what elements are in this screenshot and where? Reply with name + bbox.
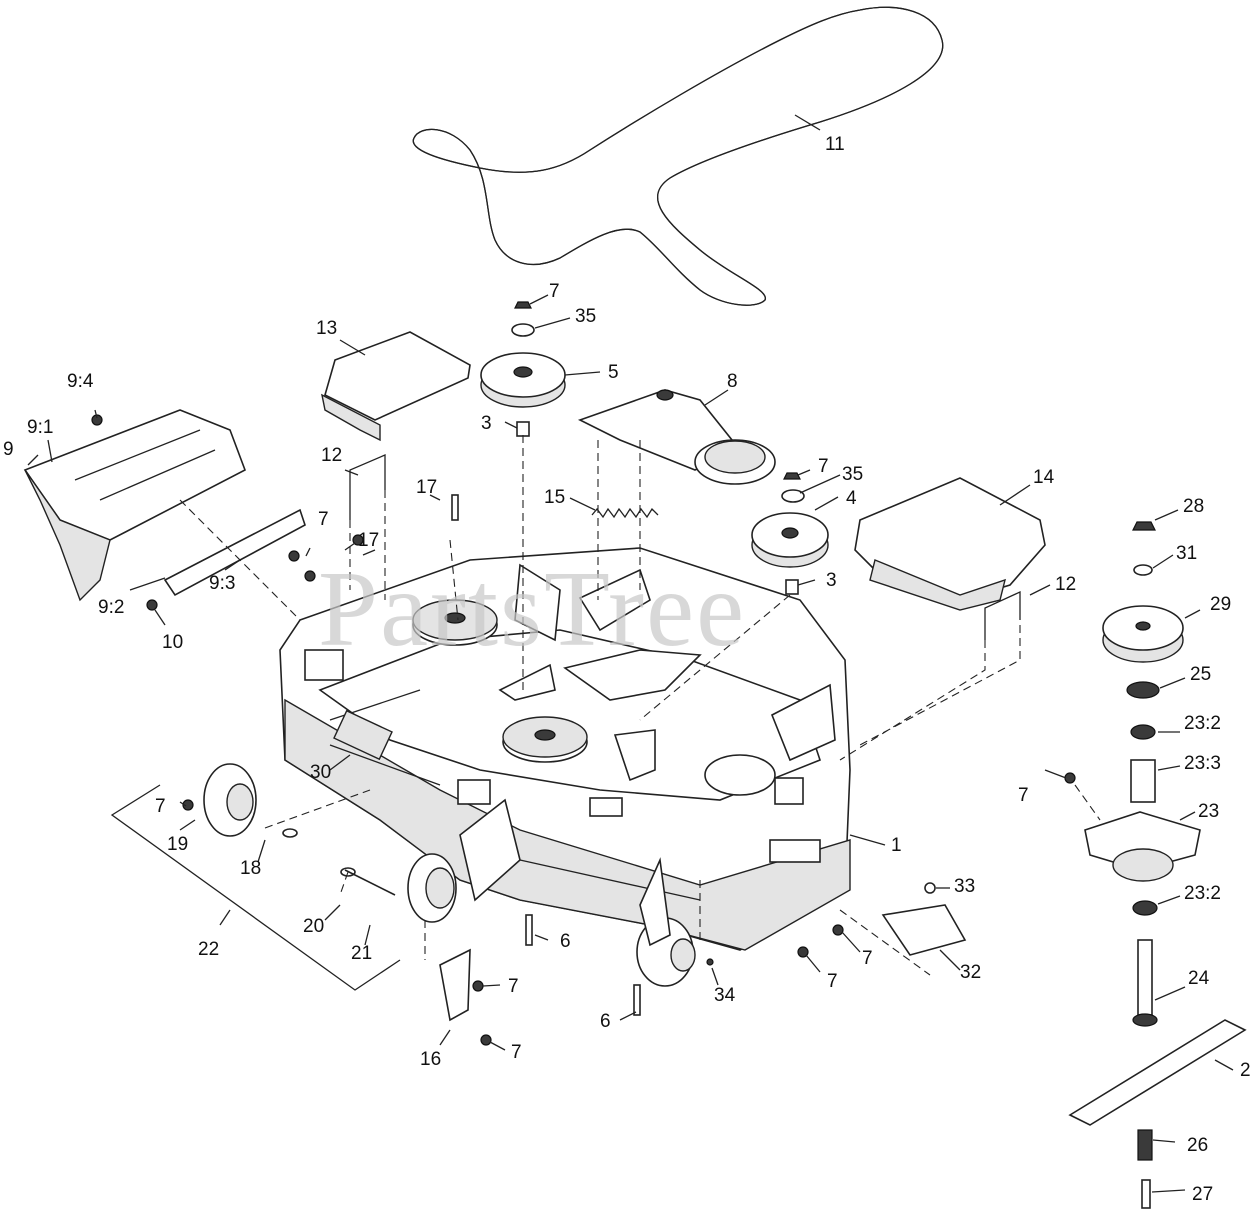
- callout-2: 2: [1240, 1060, 1251, 1081]
- callout-23-2-bottom: 23:2: [1184, 883, 1221, 904]
- deck-wheel-front-left: [407, 798, 521, 923]
- callout-9-2: 9:2: [98, 597, 125, 618]
- callout-8: 8: [727, 371, 738, 392]
- callout-33: 33: [954, 876, 976, 897]
- callout-7-wheel: 7: [155, 796, 166, 817]
- callout-18: 18: [240, 858, 262, 879]
- deck-pulley-center: [502, 716, 588, 763]
- anti-scalp-wheel: [203, 763, 257, 837]
- front-bracket: [163, 508, 306, 597]
- belt-cover-left: [321, 331, 471, 442]
- idler-arm: [577, 389, 776, 485]
- front-guard: [23, 409, 246, 602]
- callout-17-left: 17: [358, 530, 380, 551]
- callout-30: 30: [310, 762, 332, 783]
- callout-6-left: 6: [560, 931, 571, 952]
- callout-4: 4: [846, 488, 857, 509]
- spindle-assembly: [1068, 521, 1247, 1209]
- deck-opening: [704, 754, 776, 796]
- callout-1: 1: [891, 835, 902, 856]
- callout-13: 13: [316, 318, 338, 339]
- deck-pulley-left: [412, 599, 498, 646]
- callout-9-3: 9:3: [209, 573, 236, 594]
- leader-lines: [27, 114, 1234, 1193]
- callout-32: 32: [960, 962, 982, 983]
- callout-23: 23: [1198, 801, 1220, 822]
- callout-12-left: 12: [321, 445, 343, 466]
- callout-23-3: 23:3: [1184, 753, 1221, 774]
- callout-7-spindle: 7: [1018, 785, 1029, 806]
- callout-7-deck-right: 7: [862, 948, 873, 969]
- callout-12-right: 12: [1055, 574, 1077, 595]
- hardware-small: [91, 414, 1076, 1046]
- callout-24: 24: [1188, 968, 1210, 989]
- callout-28: 28: [1183, 496, 1205, 517]
- callout-26: 26: [1187, 1135, 1209, 1156]
- callout-35-right: 35: [842, 464, 864, 485]
- callout-7-bracket-b: 7: [511, 1042, 522, 1063]
- callout-6-bottom: 6: [600, 1011, 611, 1032]
- rod-12-right: [984, 590, 1021, 640]
- callout-19: 19: [167, 834, 189, 855]
- callout-15: 15: [544, 487, 566, 508]
- callout-7-top: 7: [549, 281, 560, 302]
- callout-17-right: 17: [416, 477, 438, 498]
- callout-34: 34: [714, 985, 736, 1006]
- pulley-4: [751, 472, 829, 595]
- callout-3-top: 3: [481, 413, 492, 434]
- callout-35-top: 35: [575, 306, 597, 327]
- pulley-5: [480, 301, 566, 437]
- assembly-lines: [179, 435, 1101, 976]
- callout-29: 29: [1210, 594, 1232, 615]
- callout-3-right: 3: [826, 570, 837, 591]
- callout-7-bracket-a: 7: [508, 976, 519, 997]
- callout-5: 5: [608, 362, 619, 383]
- callout-7-pulley4: 7: [818, 456, 829, 477]
- callout-20: 20: [303, 916, 325, 937]
- callout-7-deck-bottom: 7: [827, 971, 838, 992]
- callout-9-4: 9:4: [67, 371, 94, 392]
- callout-9: 9: [3, 439, 14, 460]
- callout-22: 22: [198, 939, 220, 960]
- callout-27: 27: [1192, 1184, 1214, 1205]
- belt-cover-right: [854, 477, 1046, 611]
- callout-31: 31: [1176, 543, 1198, 564]
- callout-25: 25: [1190, 664, 1212, 685]
- callout-14: 14: [1033, 467, 1055, 488]
- callout-16: 16: [420, 1049, 442, 1070]
- idler-spring: [591, 507, 659, 519]
- callout-10: 10: [162, 632, 184, 653]
- callout-7-deck-left: 7: [318, 509, 329, 530]
- watermark: PartsTree: [318, 550, 747, 669]
- callout-9-1: 9:1: [27, 417, 54, 438]
- rod-12-left: [349, 454, 386, 520]
- idler-bracket: [498, 563, 836, 782]
- callout-11: 11: [825, 134, 845, 155]
- drive-belt: [412, 6, 944, 306]
- group-bracket-22: [110, 784, 401, 991]
- callout-21: 21: [351, 943, 373, 964]
- deck-wheel-front-right: [636, 857, 696, 987]
- callout-23-2-top: 23:2: [1184, 713, 1221, 734]
